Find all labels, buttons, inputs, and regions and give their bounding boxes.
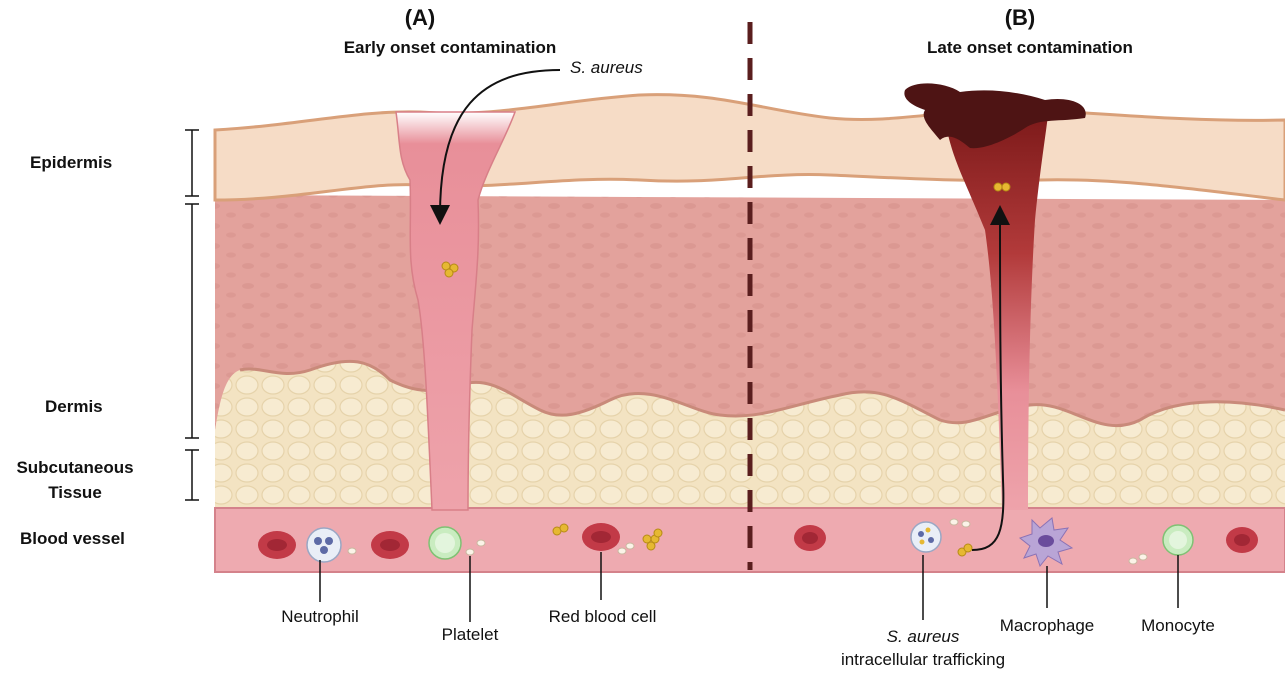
label-red-blood-cell: Red blood cell bbox=[530, 607, 675, 627]
label-platelet: Platelet bbox=[410, 625, 530, 645]
infected-neutrophil-cell bbox=[911, 522, 941, 552]
neutrophil-cell bbox=[307, 528, 341, 562]
panel-b-tag: (B) bbox=[940, 5, 1100, 31]
label-trafficking-1: S. aureus bbox=[833, 627, 1013, 647]
label-subcutaneous-2: Tissue bbox=[5, 483, 145, 503]
panel-a-tag: (A) bbox=[340, 5, 500, 31]
layer-brackets bbox=[185, 130, 199, 500]
label-macrophage: Macrophage bbox=[987, 616, 1107, 636]
monocyte-cell-b bbox=[1163, 525, 1193, 555]
label-blood-vessel: Blood vessel bbox=[20, 529, 125, 549]
panel-a-title: Early onset contamination bbox=[290, 38, 610, 58]
monocyte-cell-a bbox=[429, 527, 461, 559]
panel-b-title: Late onset contamination bbox=[880, 38, 1180, 58]
label-monocyte: Monocyte bbox=[1122, 616, 1234, 636]
label-dermis: Dermis bbox=[45, 397, 103, 417]
label-epidermis: Epidermis bbox=[30, 153, 112, 173]
label-neutrophil: Neutrophil bbox=[255, 607, 385, 627]
s-aureus-label: S. aureus bbox=[570, 58, 643, 78]
label-trafficking-2: intracellular trafficking bbox=[813, 650, 1033, 670]
label-subcutaneous-1: Subcutaneous bbox=[5, 458, 145, 478]
